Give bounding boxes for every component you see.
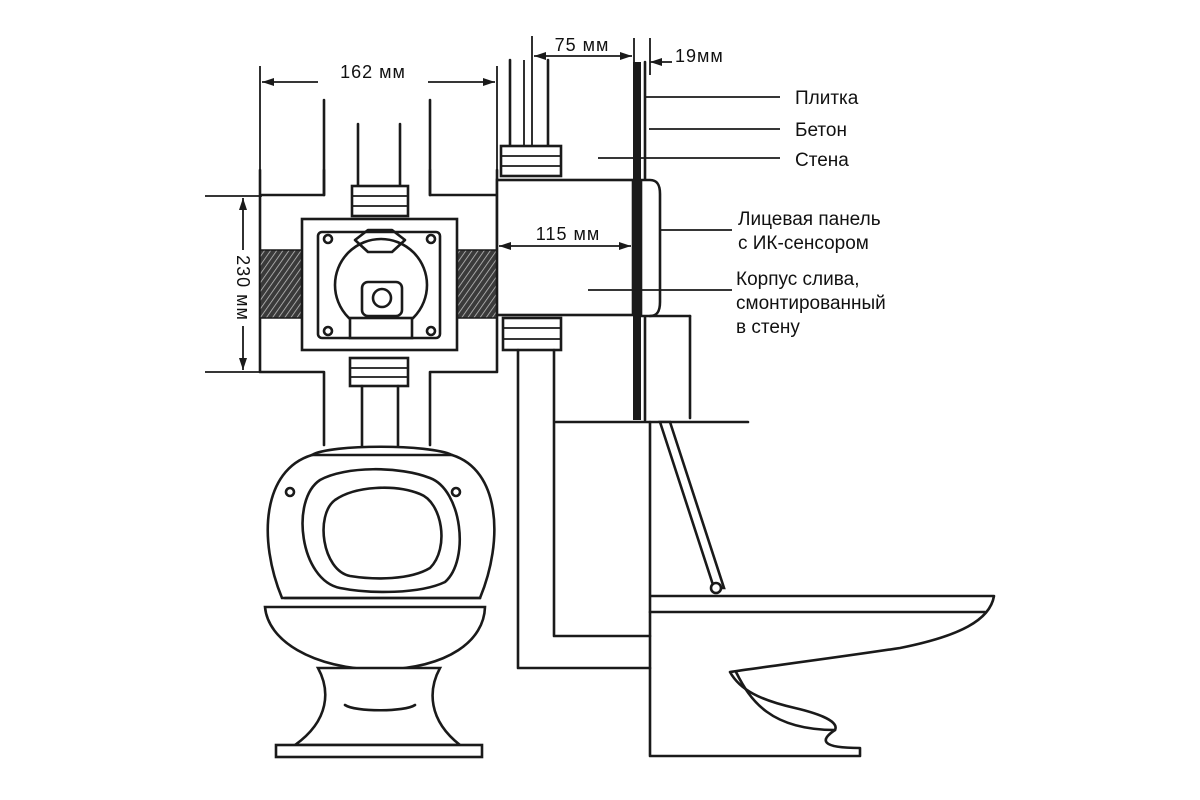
dimension-162: 162 мм <box>259 60 498 170</box>
ir-sensor-panel <box>639 178 662 318</box>
wall-hatch-left <box>259 249 303 319</box>
label-concrete: Бетон <box>795 120 847 141</box>
wall-hatch-right <box>456 249 498 319</box>
bowl-rim <box>263 605 487 672</box>
outlet-plate <box>348 316 414 340</box>
toilet-front-view <box>263 445 496 759</box>
pedestal <box>290 666 464 747</box>
label-wall: Стена <box>795 150 849 171</box>
label-housing-3: в стену <box>736 317 800 338</box>
flush-housing <box>495 178 635 317</box>
base-plate <box>274 743 484 759</box>
flush-pipe-outer <box>516 348 652 670</box>
tile-layer <box>633 62 641 420</box>
leader-lines <box>588 96 780 291</box>
dimension-115-label: 115 мм <box>536 224 600 244</box>
dimension-162-label: 162 мм <box>340 62 406 82</box>
toilet-side-view <box>648 420 996 758</box>
flush-pipe-inner <box>552 348 652 638</box>
label-tile: Плитка <box>795 88 859 109</box>
bottom-nut <box>348 356 410 388</box>
dimension-230: 230 мм <box>205 195 262 373</box>
dimension-115: 115 мм <box>499 224 631 250</box>
label-housing-2: смонтированный <box>736 293 886 314</box>
seat-lid-ring <box>301 467 462 594</box>
label-housing-1: Корпус слива, <box>736 269 859 290</box>
dimension-19-label: 19мм <box>675 46 724 66</box>
label-front-panel-1: Лицевая панель <box>738 209 881 230</box>
valve-hex <box>353 228 407 254</box>
dimension-75-label: 75 мм <box>555 35 610 55</box>
dimension-75: 75 мм <box>531 35 632 145</box>
front-view: 162 мм 230 мм <box>205 60 499 759</box>
dimension-19: 19мм <box>633 38 724 75</box>
dimension-230-label: 230 мм <box>233 255 253 321</box>
outlet-nut <box>501 316 563 352</box>
top-nut <box>350 184 410 218</box>
solenoid-block <box>360 280 404 318</box>
side-view: 75 мм 19мм 115 мм <box>495 35 996 758</box>
lid-open <box>658 420 726 590</box>
label-front-panel-2: с ИК-сенсором <box>738 233 869 254</box>
supply-nut <box>499 144 563 178</box>
